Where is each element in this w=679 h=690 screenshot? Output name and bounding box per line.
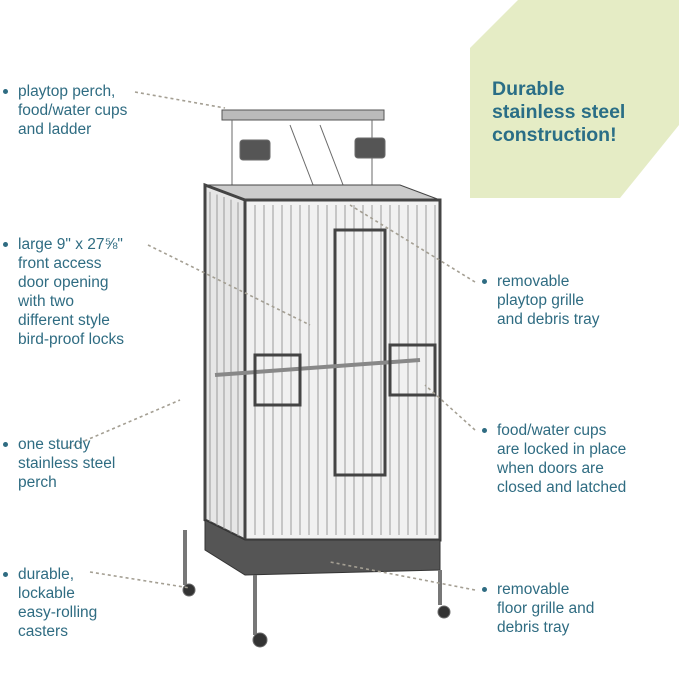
callout-text: casters [18,623,68,640]
bullet-icon [3,242,8,247]
callout-text: lockable [18,585,75,602]
bullet-icon [3,572,8,577]
callout-text: are locked in place [497,441,627,458]
callout-text: removable [497,273,570,290]
headline-line: construction! [492,124,617,146]
callout-text: playtop grille [497,292,585,309]
callout-text: front access [18,255,102,272]
callout-text: floor grille and [497,600,595,617]
callout-perch: one sturdy stainless steel perch [3,435,116,492]
callout-text: closed and latched [497,479,627,496]
headline-line: Durable [492,78,565,100]
callout-front-door: large 9" x 27⅝" front access door openin… [3,235,124,349]
callout-text: removable [497,581,570,598]
callout-text: different style [18,312,110,329]
callout-text: with two [18,293,74,310]
bullet-icon [482,587,487,592]
callout-text: bird-proof locks [18,331,124,348]
callout-playtop-grille: removable playtop grille and debris tray [482,272,600,329]
callout-text: and ladder [18,121,92,138]
callout-text: stainless steel [18,455,116,472]
callout-text: perch [18,474,57,491]
callout-text: easy-rolling [18,604,98,621]
callout-text: and debris tray [497,311,600,328]
callout-text: large 9" x 27⅝" [18,236,123,253]
callout-text: food/water cups [18,102,128,119]
bullet-icon [3,442,8,447]
callout-food-cups: food/water cups are locked in place when… [482,421,627,497]
leader-lines [67,91,476,591]
headline-line: stainless steel [492,101,626,123]
callout-text: door opening [18,274,109,291]
callout-playtop: playtop perch, food/water cups and ladde… [3,82,128,139]
callout-text: debris tray [497,619,570,636]
bullet-icon [482,279,487,284]
bullet-icon [3,89,8,94]
callout-floor-grille: removable floor grille and debris tray [482,580,595,637]
callout-text: playtop perch, [18,83,116,100]
callout-text: one sturdy [18,436,91,453]
callout-casters: durable, lockable easy-rolling casters [3,565,98,641]
headline: Durable stainless steel construction! [492,78,625,147]
callout-text: when doors are [497,460,604,477]
bullet-icon [482,428,487,433]
callout-text: food/water cups [497,422,607,439]
callout-text: durable, [18,566,75,583]
